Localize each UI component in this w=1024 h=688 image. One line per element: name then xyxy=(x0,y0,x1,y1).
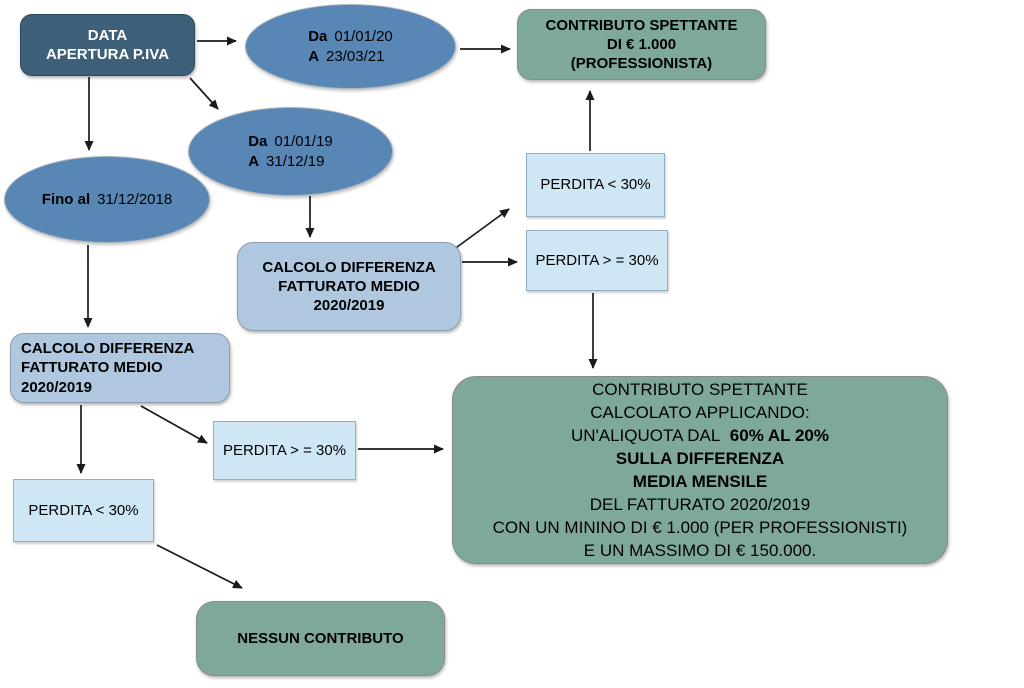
node-text: CONTRIBUTO SPETTANTE DI € 1.000 (PROFESS… xyxy=(546,16,738,74)
node-text-line: SULLA DIFFERENZA xyxy=(615,449,785,468)
period-to-date: 23/03/21 xyxy=(326,47,385,65)
period-to-label: A xyxy=(248,152,260,170)
arrow-data-to-period2019 xyxy=(189,77,219,110)
period-to-label: A xyxy=(308,47,320,65)
aliquota-bold: 60% AL 20% xyxy=(729,426,830,445)
node-text-line: (PROFESSIONISTA) xyxy=(570,55,713,73)
period-to-date: 31/12/19 xyxy=(266,152,325,170)
fino-label: Fino al xyxy=(41,190,91,208)
node-nessun-contributo: NESSUN CONTRIBUTO xyxy=(196,601,445,676)
node-text-line: Da 01/01/20 xyxy=(308,27,393,46)
node-text: CALCOLO DIFFERENZA FATTURATO MEDIO 2020/… xyxy=(262,258,435,316)
period-from-label: Da xyxy=(308,28,328,46)
node-text-line: CALCOLO DIFFERENZA xyxy=(21,340,195,358)
node-text-line: CONTRIBUTO SPETTANTE xyxy=(545,16,738,34)
node-text-line: 2020/2019 xyxy=(313,297,385,315)
node-data-apertura-piva: DATA APERTURA P.IVA xyxy=(20,14,195,76)
aliquota-regular: UN'ALIQUOTA DAL xyxy=(570,426,721,445)
node-text-line: A 31/12/19 xyxy=(248,152,333,171)
node-text-line: PERDITA < 30% xyxy=(28,501,139,519)
node-text-line: MEDIA MENSILE xyxy=(632,472,768,491)
node-period-2020-2021: Da 01/01/20 A 23/03/21 xyxy=(245,4,456,89)
node-text-line: 2020/2019 xyxy=(21,378,92,396)
node-text-line: DATA xyxy=(87,26,128,44)
node-text-line: DEL FATTURATO 2020/2019 xyxy=(589,495,811,514)
node-text: Da 01/01/19 A 31/12/19 xyxy=(248,132,333,170)
node-text-line: UN'ALIQUOTA DAL 60% AL 20% xyxy=(493,424,908,447)
node-fino-2018: Fino al 31/12/2018 xyxy=(4,156,210,243)
node-text-line: PERDITA > = 30% xyxy=(222,441,347,459)
node-text-line: APERTURA P.IVA xyxy=(45,46,170,63)
period-from-date: 01/01/20 xyxy=(334,28,393,46)
arrow-calcolosinistra-to-perditage30-basso xyxy=(140,405,208,444)
node-text-line: CALCOLO DIFFERENZA xyxy=(262,258,436,276)
node-text-line: FATTURATO MEDIO xyxy=(21,359,163,377)
node-perdita-ge30-top: PERDITA > = 30% xyxy=(526,230,668,291)
node-text-line: NESSUN CONTRIBUTO xyxy=(237,629,404,647)
period-from-date: 01/01/19 xyxy=(274,133,333,151)
node-text-line: E UN MASSIMO DI € 150.000. xyxy=(583,541,817,560)
node-calcolo-differenza-sinistra: CALCOLO DIFFERENZA FATTURATO MEDIO 2020/… xyxy=(10,333,230,403)
node-perdita-lt30-top: PERDITA < 30% xyxy=(526,153,665,217)
node-perdita-lt30-basso: PERDITA < 30% xyxy=(13,479,154,542)
fino-date: 31/12/2018 xyxy=(97,190,173,208)
arrow-calcolocentro-to-perditalt30 xyxy=(452,208,510,251)
node-text: DATA APERTURA P.IVA xyxy=(46,26,169,64)
node-text-line: CALCOLATO APPLICANDO: xyxy=(590,403,810,422)
node-text: CONTRIBUTO SPETTANTE CALCOLATO APPLICAND… xyxy=(493,378,908,562)
node-contributo-1000: CONTRIBUTO SPETTANTE DI € 1.000 (PROFESS… xyxy=(517,9,766,80)
node-text-line: Da 01/01/19 xyxy=(248,132,333,151)
node-text-line: FATTURATO MEDIO xyxy=(278,277,420,295)
node-perdita-ge30-basso: PERDITA > = 30% xyxy=(213,421,356,480)
node-text-line: CONTRIBUTO SPETTANTE xyxy=(592,380,808,399)
arrow-perditalt30basso-to-nessun xyxy=(156,544,243,589)
node-text: CALCOLO DIFFERENZA FATTURATO MEDIO 2020/… xyxy=(21,339,194,397)
node-text-line: PERDITA < 30% xyxy=(540,176,651,194)
node-text-line: CON UN MININO DI € 1.000 (PER PROFESSION… xyxy=(492,518,908,537)
node-text: Fino al 31/12/2018 xyxy=(42,190,172,209)
node-text: Da 01/01/20 A 23/03/21 xyxy=(308,27,393,65)
node-text-line: PERDITA > = 30% xyxy=(535,251,659,269)
node-period-2019: Da 01/01/19 A 31/12/19 xyxy=(188,107,393,196)
node-text-line: DI € 1.000 xyxy=(606,35,677,53)
node-text-line: A 23/03/21 xyxy=(308,47,393,66)
node-contributo-calcolato: CONTRIBUTO SPETTANTE CALCOLATO APPLICAND… xyxy=(452,376,948,564)
period-from-label: Da xyxy=(248,133,268,151)
node-calcolo-differenza-centro: CALCOLO DIFFERENZA FATTURATO MEDIO 2020/… xyxy=(237,242,461,331)
